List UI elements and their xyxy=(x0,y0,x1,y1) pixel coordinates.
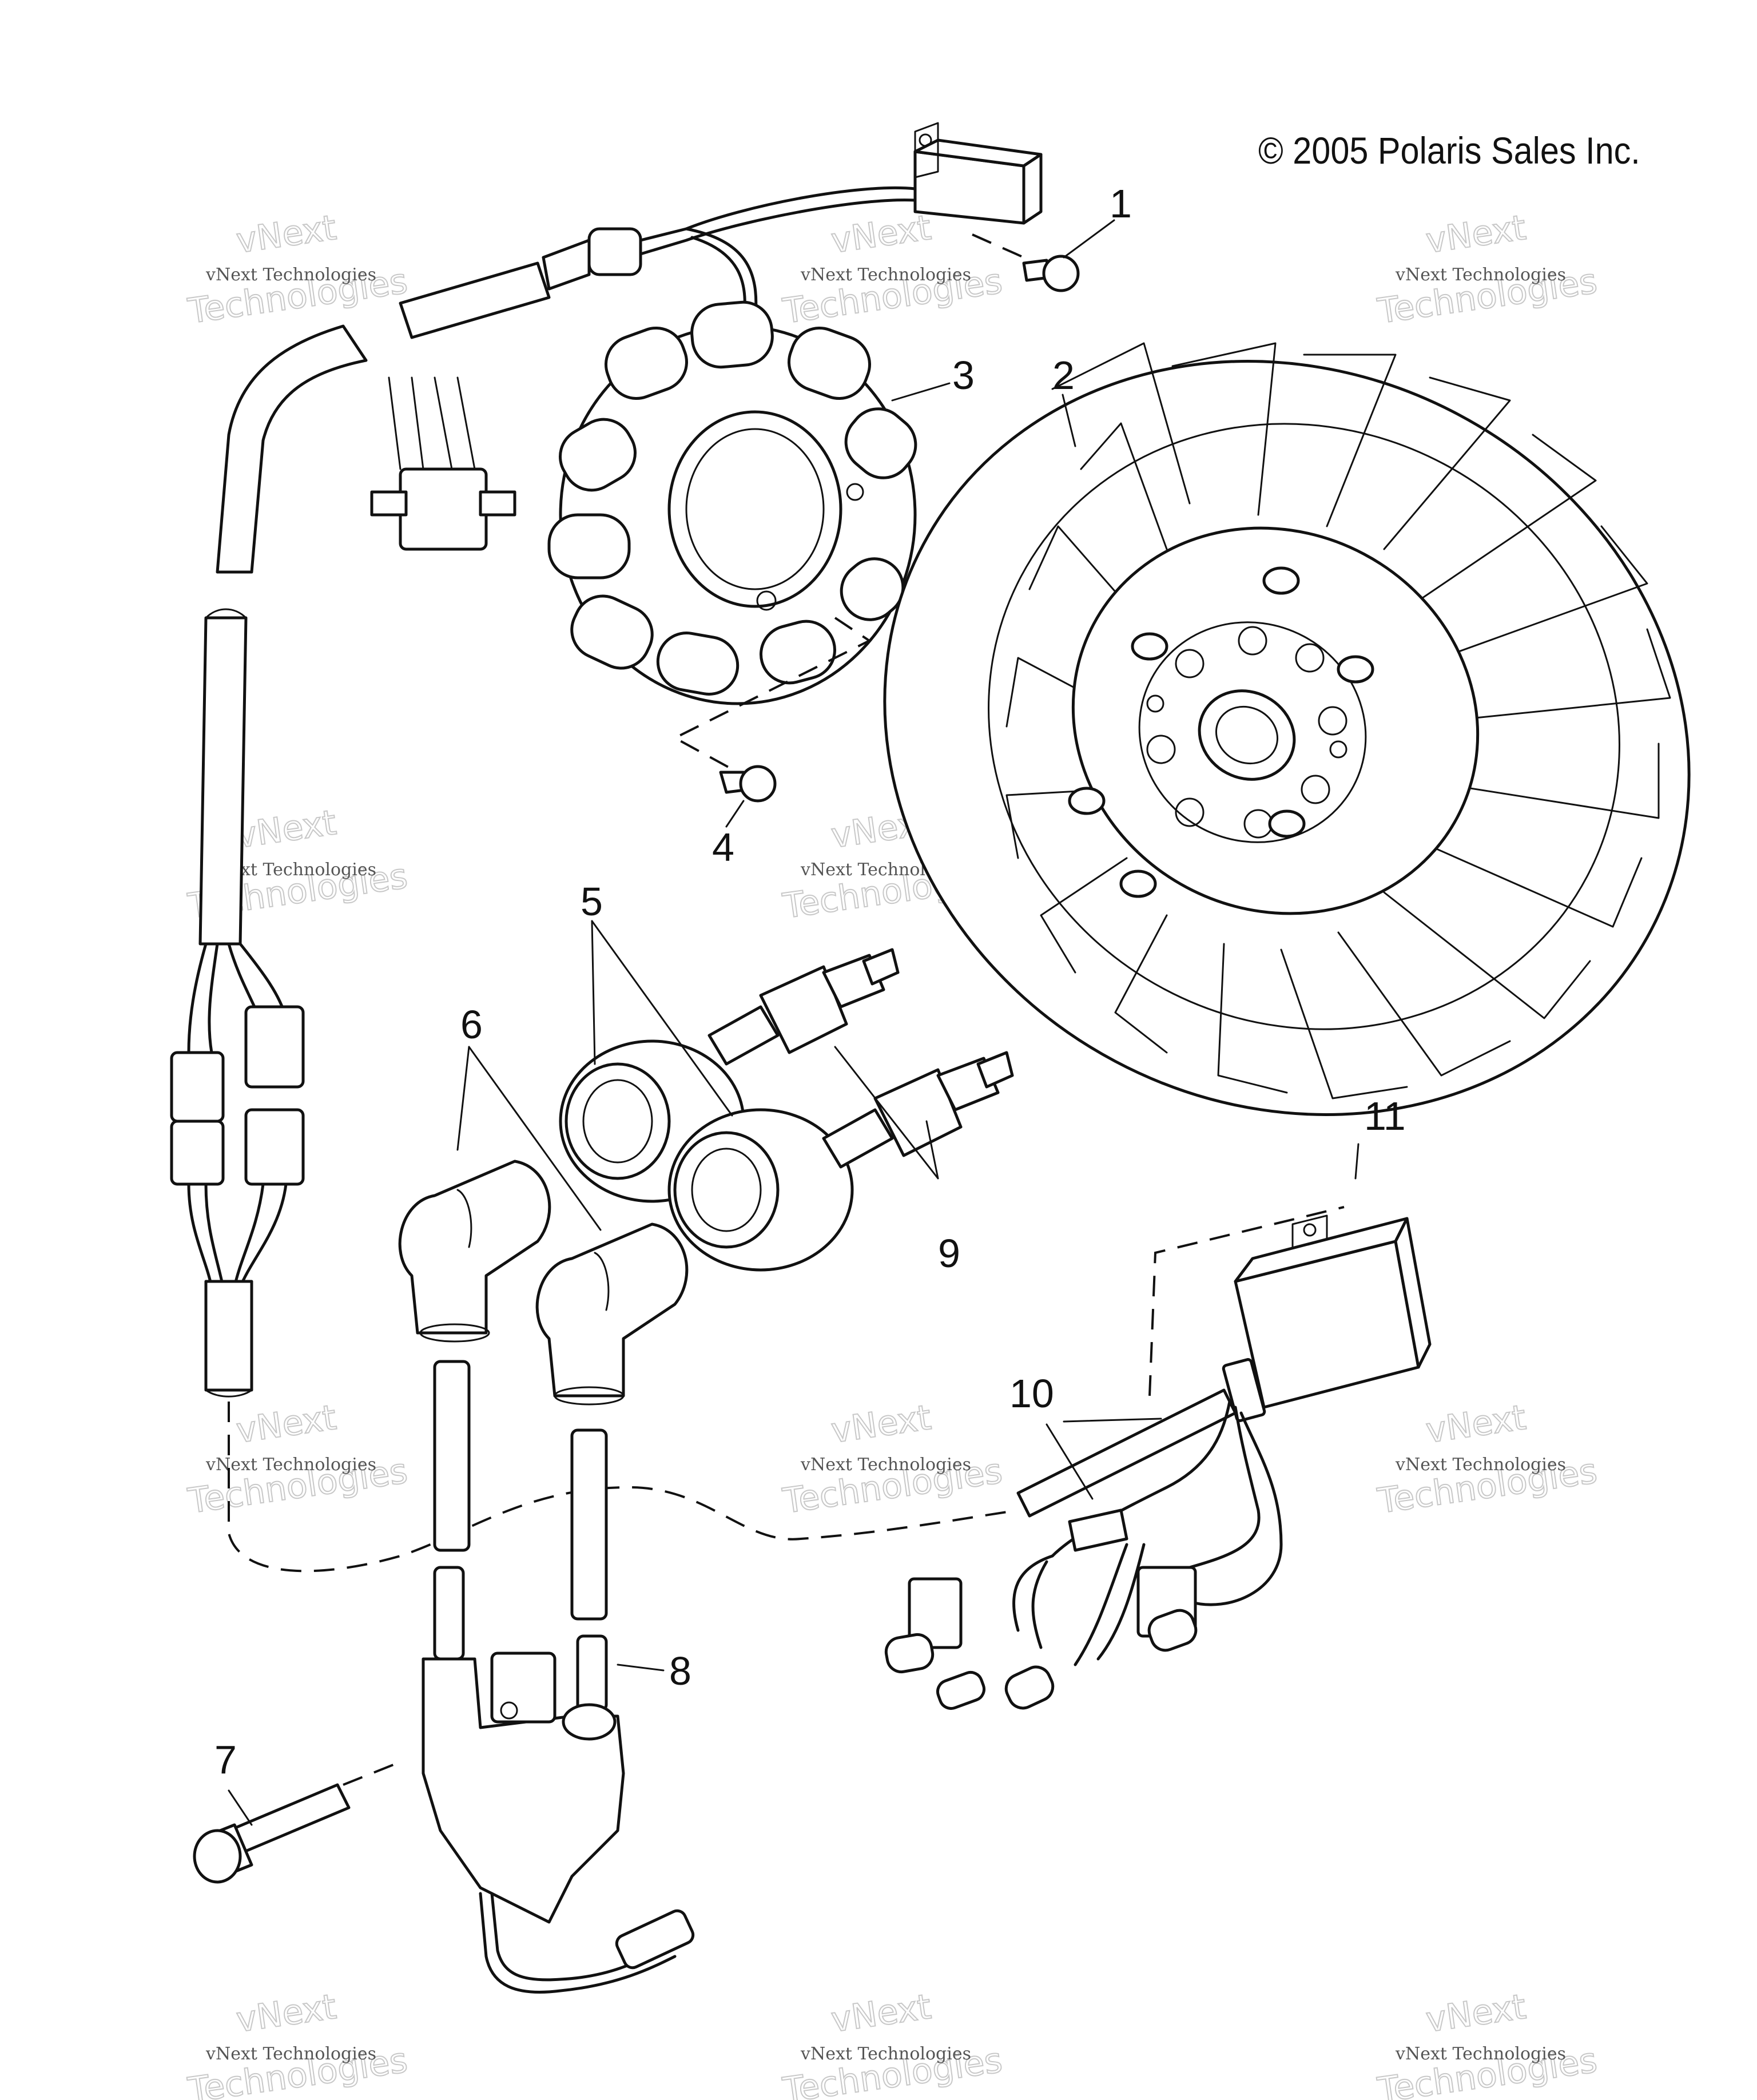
callout-7: 7 xyxy=(214,1737,237,1782)
watermark-big: vNext xyxy=(829,1987,933,2041)
cdi-bullet xyxy=(1147,1609,1198,1652)
watermark-text: vNext Technologies xyxy=(800,265,971,285)
callout-5: 5 xyxy=(581,879,603,924)
bracket-hole xyxy=(919,133,932,147)
stator-screw xyxy=(719,765,777,803)
callout-11: 11 xyxy=(1364,1094,1406,1138)
coil-bolt xyxy=(193,1761,401,1884)
watermark-text: vNext Technologies xyxy=(800,2044,971,2064)
harness-connector-4pin xyxy=(399,467,488,551)
spark-plug xyxy=(707,948,900,1066)
bracket-tab xyxy=(914,122,939,178)
watermark-text: vNext Technologies xyxy=(205,2044,376,2064)
callout-10: 10 xyxy=(1009,1371,1054,1416)
ignition-coil xyxy=(422,1652,695,1994)
callout-2: 2 xyxy=(1052,353,1075,398)
flywheel-studs xyxy=(1068,566,1374,898)
harness-bracket-side xyxy=(1022,153,1043,225)
leader-lines xyxy=(228,219,1360,1826)
stator-coil-group xyxy=(547,300,917,696)
watermark-big: vNext xyxy=(234,1398,339,1451)
stator-bore xyxy=(667,410,842,608)
high-tension-lead xyxy=(433,1360,608,1712)
cdi-bullet xyxy=(1004,1665,1055,1710)
flywheel-bore xyxy=(1198,689,1296,781)
callout-9: 9 xyxy=(938,1231,960,1276)
harness-plug xyxy=(244,1005,305,1089)
watermark-text: vNext Technologies xyxy=(1395,265,1566,285)
cdi-wire-harness xyxy=(884,1388,1283,1710)
watermark-text: vNext Technologies xyxy=(1395,1455,1566,1475)
cdi-bullet xyxy=(936,1670,986,1710)
watermark-big: vNext xyxy=(1424,208,1528,261)
watermark-big: vNext xyxy=(234,208,339,261)
watermark-big: vNext xyxy=(1424,1398,1528,1451)
watermark-text: vNext Technologies xyxy=(205,265,376,285)
grommet xyxy=(587,227,642,276)
spark-plug-cap xyxy=(535,1222,689,1406)
watermark-text: vNext Technologies xyxy=(205,1455,376,1475)
callout-1: 1 xyxy=(1110,181,1132,226)
routing-line xyxy=(228,1402,1019,1573)
boot-seal xyxy=(667,1108,854,1272)
bracket-screw xyxy=(972,233,1080,292)
callout-3: 3 xyxy=(952,353,975,398)
watermark-text: vNext Technologies xyxy=(800,1455,971,1475)
callout-6: 6 xyxy=(460,1002,483,1047)
watermark-big: vNext xyxy=(829,1398,933,1451)
harness-plug xyxy=(170,1051,225,1123)
cdi-bullet xyxy=(884,1633,935,1674)
spark-plug-cap xyxy=(398,1160,551,1343)
wire-harness-main xyxy=(170,122,1043,1398)
watermark-big: vNext xyxy=(234,1987,339,2041)
callout-labels: 1 2 3 4 5 6 7 8 9 10 11 xyxy=(214,181,1406,1782)
watermark-big: vNext xyxy=(234,803,339,856)
copyright-notice: © 2005 Polaris Sales Inc. xyxy=(1258,129,1640,172)
flywheel xyxy=(883,342,1691,1116)
harness-plug xyxy=(244,1108,305,1186)
cdi-module xyxy=(1222,1214,1432,1422)
watermark-big: vNext xyxy=(829,208,933,261)
watermark-big: vNext xyxy=(1424,1987,1528,2041)
cdi-connector xyxy=(908,1577,963,1649)
callout-4: 4 xyxy=(712,825,734,870)
spark-plug xyxy=(822,1051,1014,1169)
watermark-text: vNext Technologies xyxy=(1395,2044,1566,2064)
harness-plug xyxy=(170,1120,225,1186)
stator xyxy=(547,300,917,705)
callout-8: 8 xyxy=(669,1649,691,1693)
